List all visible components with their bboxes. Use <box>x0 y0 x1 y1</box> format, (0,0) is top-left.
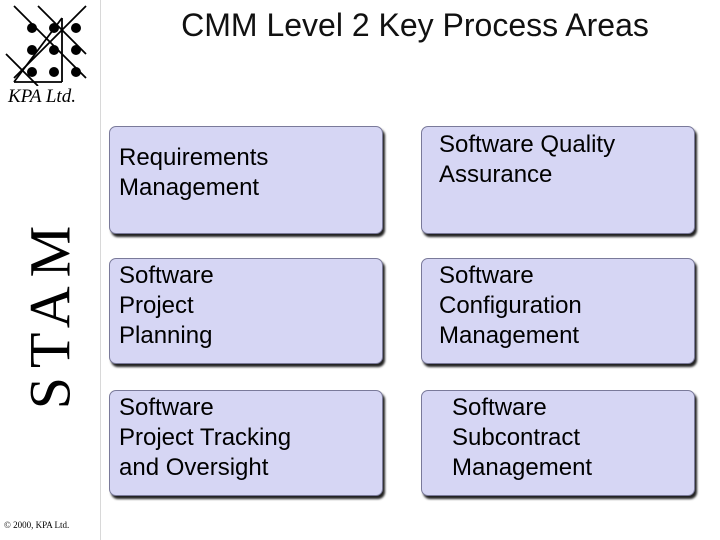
kpa-box-software-configuration-management: Software Configuration Management <box>421 258 695 364</box>
page-title: CMM Level 2 Key Process Areas <box>181 7 649 43</box>
company-name: KPA Ltd. <box>8 86 76 107</box>
kpa-box-software-quality-assurance: Software Quality Assurance <box>421 126 695 234</box>
kpa-logo: KPA Ltd. <box>0 0 98 112</box>
kpa-label: Software Quality Assurance <box>439 131 616 188</box>
kpa-box-software-subcontract-management: Software Subcontract Management <box>421 390 695 496</box>
dot-grid-logo-icon <box>5 5 87 86</box>
brand-vertical-text: STAM <box>17 216 83 410</box>
copyright-notice: © 2000, KPA Ltd. <box>4 520 70 530</box>
kpa-label: Software Subcontract Management <box>452 394 593 481</box>
kpa-box-software-project-planning: Software Project Planning <box>109 258 383 364</box>
kpa-box-requirements-management: Requirements Management <box>109 126 383 234</box>
sidebar: KPA Ltd. STAM © 2000, KPA Ltd. <box>0 0 101 540</box>
kpa-box-software-project-tracking: Software Project Tracking and Oversight <box>109 390 383 496</box>
kpa-label: Requirements Management <box>119 144 269 201</box>
kpa-label: Software Project Tracking and Oversight <box>119 394 292 481</box>
kpa-label: Software Project Planning <box>119 262 214 349</box>
kpa-label: Software Configuration Management <box>439 262 582 349</box>
